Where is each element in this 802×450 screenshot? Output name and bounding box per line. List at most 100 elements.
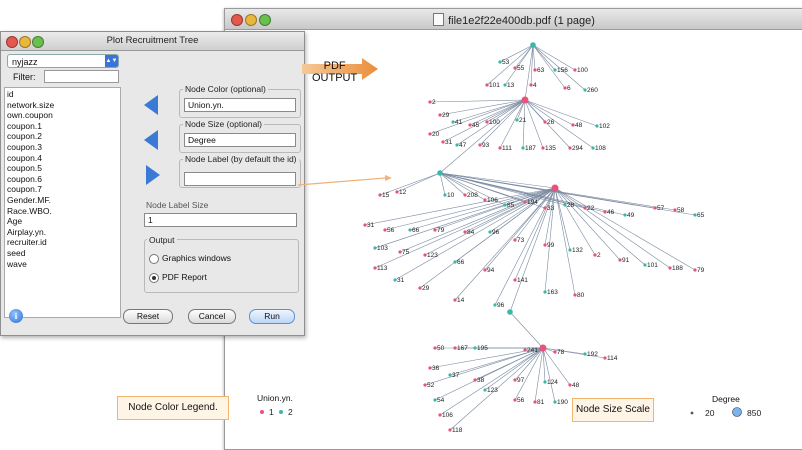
add-node-label-arrow-icon[interactable] <box>146 165 160 185</box>
tree-node-label: 96 <box>492 229 500 236</box>
variable-list-item[interactable]: coupon.4 <box>7 152 42 163</box>
dialog-title-bar[interactable]: Plot Recruitment Tree <box>1 32 304 51</box>
tree-edge <box>499 99 526 149</box>
tree-node <box>448 428 452 432</box>
tree-edge <box>524 99 574 126</box>
node-size-legend: 20 850 <box>690 407 761 418</box>
node-color-field[interactable]: Union.yn. <box>184 98 296 112</box>
variable-list-item[interactable]: own.coupon <box>7 110 53 121</box>
tree-node-label: 167 <box>457 345 468 352</box>
tree-edge <box>514 187 556 281</box>
variable-list-item[interactable]: seed <box>7 247 26 258</box>
variable-list-item[interactable]: Airplay.yn. <box>7 226 47 237</box>
tree-node <box>603 210 607 214</box>
tree-node-label: 101 <box>489 82 500 89</box>
tree-edge <box>532 44 536 71</box>
minimize-window-icon[interactable] <box>245 14 257 26</box>
zoom-window-icon[interactable] <box>259 14 271 26</box>
output-radio-pdf-label[interactable]: PDF Report <box>162 272 207 282</box>
variable-list-item[interactable]: Age <box>7 216 23 227</box>
filter-label: Filter: <box>13 72 36 82</box>
variable-list-item[interactable]: coupon.7 <box>7 184 42 195</box>
tree-node-label: 20 <box>432 131 440 138</box>
output-radio-pdf[interactable] <box>149 273 159 283</box>
remove-node-size-arrow-icon[interactable] <box>144 130 158 150</box>
dataset-select[interactable]: nyjazz ▲▼ <box>7 54 119 68</box>
variable-list-item[interactable]: network.size <box>7 99 55 110</box>
close-window-icon[interactable] <box>231 14 243 26</box>
node-label-field[interactable] <box>184 172 296 186</box>
tree-edge <box>374 187 556 249</box>
tree-edge <box>554 187 646 266</box>
tree-node <box>478 143 482 147</box>
tree-edges <box>364 44 696 431</box>
tree-node-label: 37 <box>452 372 460 379</box>
cancel-button[interactable]: Cancel <box>188 309 236 324</box>
tree-edge <box>429 99 526 135</box>
tree-edge <box>544 187 556 293</box>
tree-node <box>583 206 587 210</box>
tree-node <box>373 266 377 270</box>
node-size-scale-callout: Node Size Scale <box>572 398 654 422</box>
label-size-label: Node Label Size <box>146 200 209 210</box>
tree-node-label: 66 <box>457 259 465 266</box>
tree-node <box>513 378 517 382</box>
tree-edge <box>484 347 544 391</box>
chevron-updown-icon: ▲▼ <box>105 55 118 67</box>
tree-node-label: 80 <box>577 292 585 299</box>
tree-node <box>543 206 547 210</box>
pdf-title-bar[interactable]: file1e2f22e400db.pdf (1 page) <box>225 9 802 30</box>
node-size-field[interactable]: Degree <box>184 133 296 147</box>
tree-edge <box>516 99 526 121</box>
variable-list-item[interactable]: coupon.3 <box>7 141 42 152</box>
tree-edge <box>439 172 466 196</box>
tree-node <box>543 120 547 124</box>
remove-node-color-arrow-icon[interactable] <box>144 95 158 115</box>
variable-list-item[interactable]: coupon.2 <box>7 131 42 142</box>
filter-input[interactable] <box>44 70 119 83</box>
dialog-minimize-icon[interactable] <box>19 36 31 48</box>
tree-node-label: 188 <box>672 265 683 272</box>
tree-node-label: 14 <box>457 297 465 304</box>
tree-node-label: 106 <box>442 412 453 419</box>
variable-list-item[interactable]: coupon.1 <box>7 120 42 131</box>
reset-button[interactable]: Reset <box>123 309 173 324</box>
tree-edge <box>439 99 526 116</box>
tree-edge <box>524 99 598 127</box>
tree-node <box>568 383 572 387</box>
tree-node-label: 113 <box>377 265 388 272</box>
label-size-field[interactable]: 1 <box>144 213 297 227</box>
variable-list-item[interactable]: id <box>7 89 14 99</box>
tree-edge <box>554 187 696 271</box>
variable-list-item[interactable]: coupon.6 <box>7 173 42 184</box>
variable-list-item[interactable]: wave <box>7 258 27 269</box>
variable-list-item[interactable]: coupon.5 <box>7 163 42 174</box>
tree-node <box>513 66 517 70</box>
run-button[interactable]: Run <box>249 309 295 324</box>
tree-node <box>408 228 412 232</box>
dialog-zoom-icon[interactable] <box>32 36 44 48</box>
tree-edge <box>394 187 556 281</box>
tree-node <box>373 246 377 250</box>
variable-list-item[interactable]: Gender.MF. <box>7 194 51 205</box>
variable-list-item[interactable]: recruiter.id <box>7 237 47 248</box>
output-radio-graphics[interactable] <box>149 254 159 264</box>
tree-edge <box>434 187 556 231</box>
tree-node <box>378 193 382 197</box>
tree-node-label: 73 <box>517 237 525 244</box>
tree-node <box>693 268 697 272</box>
tree-node <box>441 140 445 144</box>
tree-node-label: 56 <box>517 397 525 404</box>
dialog-close-icon[interactable] <box>6 36 18 48</box>
tree-edge <box>439 172 446 196</box>
pdf-output-annotation: PDF OUTPUT <box>312 60 357 84</box>
legend-color-title: Union.yn. <box>257 393 293 403</box>
output-radio-graphics-label[interactable]: Graphics windows <box>162 253 231 263</box>
tree-node <box>453 260 457 264</box>
tree-node <box>498 146 502 150</box>
info-icon[interactable]: i <box>9 309 23 323</box>
tree-node <box>453 298 457 302</box>
variable-list-item[interactable]: Race.WBO. <box>7 205 52 216</box>
tree-hub-node <box>507 309 513 315</box>
